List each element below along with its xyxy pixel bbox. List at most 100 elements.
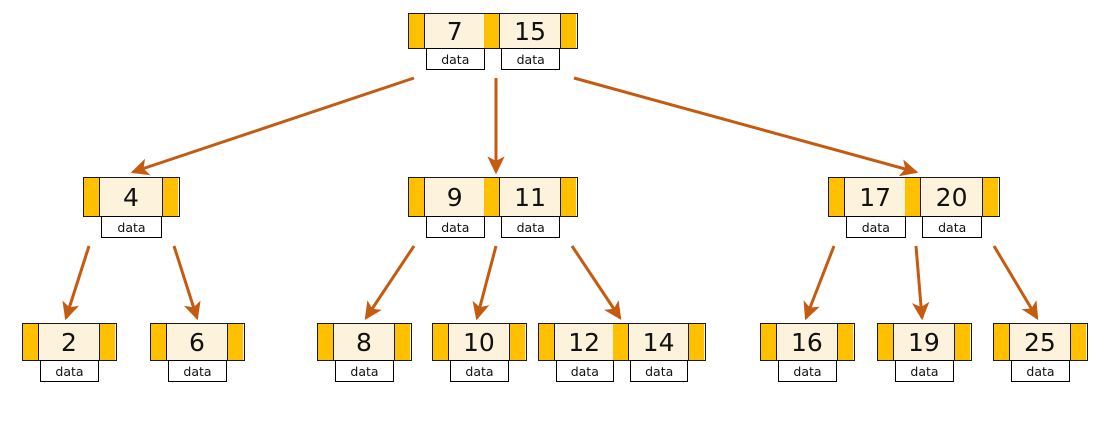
key-value: 16 [790, 327, 823, 357]
key-value: 14 [642, 327, 675, 357]
child-pointer-slot[interactable] [433, 324, 449, 360]
key-value: 2 [60, 327, 77, 357]
child-pointer-slot[interactable] [687, 324, 704, 360]
child-pointer-slot[interactable] [994, 324, 1010, 360]
child-pointer-slot[interactable] [761, 324, 777, 360]
data-box[interactable]: data [501, 216, 561, 238]
data-box[interactable]: data [449, 360, 510, 382]
tree-edge [573, 76, 919, 177]
data-box-label: data [793, 363, 822, 379]
key-value: 25 [1023, 327, 1056, 357]
child-pointer-slot[interactable] [161, 178, 178, 216]
key-cell[interactable]: 17 [845, 178, 906, 216]
key-cell[interactable]: 19 [894, 324, 954, 360]
key-value: 7 [446, 16, 463, 46]
key-cell[interactable]: 9 [425, 178, 485, 216]
data-box[interactable]: data [100, 216, 163, 238]
data-box[interactable]: data [630, 360, 689, 382]
data-box-label: data [465, 363, 494, 379]
child-pointer-slot[interactable] [84, 178, 100, 216]
btree-node[interactable]: 8 [317, 323, 412, 361]
child-pointer-slot[interactable] [905, 178, 922, 216]
key-cell[interactable]: 25 [1010, 324, 1070, 360]
key-value: 17 [859, 182, 892, 212]
tree-edge [364, 245, 416, 320]
tree-edge [172, 245, 201, 321]
data-box-label: data [516, 51, 545, 67]
data-box-label: data [910, 363, 939, 379]
key-value: 10 [462, 327, 495, 357]
data-box-label: data [55, 363, 84, 379]
key-cell[interactable]: 16 [777, 324, 837, 360]
data-box[interactable]: data [334, 360, 395, 382]
key-cell[interactable]: 11 [500, 178, 560, 216]
child-pointer-slot[interactable] [559, 178, 576, 216]
btree-node[interactable]: 25 [993, 323, 1088, 361]
data-box[interactable]: data [39, 360, 100, 382]
tree-edge [472, 245, 498, 321]
data-box[interactable]: data [1010, 360, 1071, 382]
data-box-label: data [938, 219, 967, 235]
child-pointer-slot[interactable] [613, 324, 630, 360]
data-box[interactable]: data [922, 216, 983, 238]
data-box[interactable]: data [425, 48, 485, 70]
btree-node[interactable]: 2 [22, 323, 117, 361]
btree-node[interactable]: 16 [760, 323, 855, 361]
tree-edge [912, 245, 930, 321]
key-value: 15 [514, 16, 546, 46]
child-pointer-slot[interactable] [981, 178, 998, 216]
child-pointer-slot[interactable] [318, 324, 334, 360]
btree-node[interactable]: 12 14 [538, 323, 706, 361]
child-pointer-slot[interactable] [953, 324, 970, 360]
btree-node[interactable]: 7 15 [408, 13, 578, 49]
child-pointer-slot[interactable] [836, 324, 853, 360]
data-box[interactable]: data [425, 216, 485, 238]
child-pointer-slot[interactable] [829, 178, 845, 216]
data-box[interactable]: data [555, 360, 614, 382]
child-pointer-slot[interactable] [409, 14, 425, 48]
data-box[interactable]: data [845, 216, 906, 238]
btree-node[interactable]: 9 11 [408, 177, 578, 217]
key-cell[interactable]: 8 [334, 324, 394, 360]
data-box[interactable]: data [501, 48, 561, 70]
child-pointer-slot[interactable] [23, 324, 39, 360]
child-pointer-slot[interactable] [878, 324, 894, 360]
child-pointer-slot[interactable] [409, 178, 425, 216]
child-pointer-slot[interactable] [1069, 324, 1086, 360]
key-cell[interactable]: 12 [555, 324, 614, 360]
child-pointer-slot[interactable] [226, 324, 243, 360]
btree-node[interactable]: 10 [432, 323, 527, 361]
child-pointer-slot[interactable] [98, 324, 115, 360]
key-cell[interactable]: 6 [167, 324, 227, 360]
key-cell[interactable]: 7 [425, 14, 485, 48]
child-pointer-slot[interactable] [393, 324, 410, 360]
data-box[interactable]: data [167, 360, 228, 382]
btree-node[interactable]: 4 [83, 177, 180, 217]
key-value: 19 [907, 327, 940, 357]
key-cell[interactable]: 15 [500, 14, 560, 48]
key-cell[interactable]: 2 [39, 324, 99, 360]
key-cell[interactable]: 4 [100, 178, 162, 216]
child-pointer-slot[interactable] [484, 178, 501, 216]
key-value: 6 [188, 327, 205, 357]
data-box-label: data [441, 51, 470, 67]
child-pointer-slot[interactable] [539, 324, 555, 360]
child-pointer-slot[interactable] [559, 14, 576, 48]
data-box[interactable]: data [777, 360, 838, 382]
child-pointer-slot[interactable] [484, 14, 501, 48]
key-value: 9 [446, 182, 463, 212]
child-pointer-slot[interactable] [508, 324, 525, 360]
data-box[interactable]: data [894, 360, 955, 382]
child-pointer-slot[interactable] [151, 324, 167, 360]
btree-node[interactable]: 19 [877, 323, 972, 361]
key-cell[interactable]: 10 [449, 324, 509, 360]
data-box-label: data [183, 363, 212, 379]
key-cell[interactable]: 14 [629, 324, 688, 360]
data-box-label: data [516, 219, 545, 235]
tree-edge [62, 245, 91, 321]
data-box-label: data [1026, 363, 1055, 379]
key-value: 8 [355, 327, 372, 357]
key-cell[interactable]: 20 [921, 178, 982, 216]
btree-node[interactable]: 6 [150, 323, 245, 361]
